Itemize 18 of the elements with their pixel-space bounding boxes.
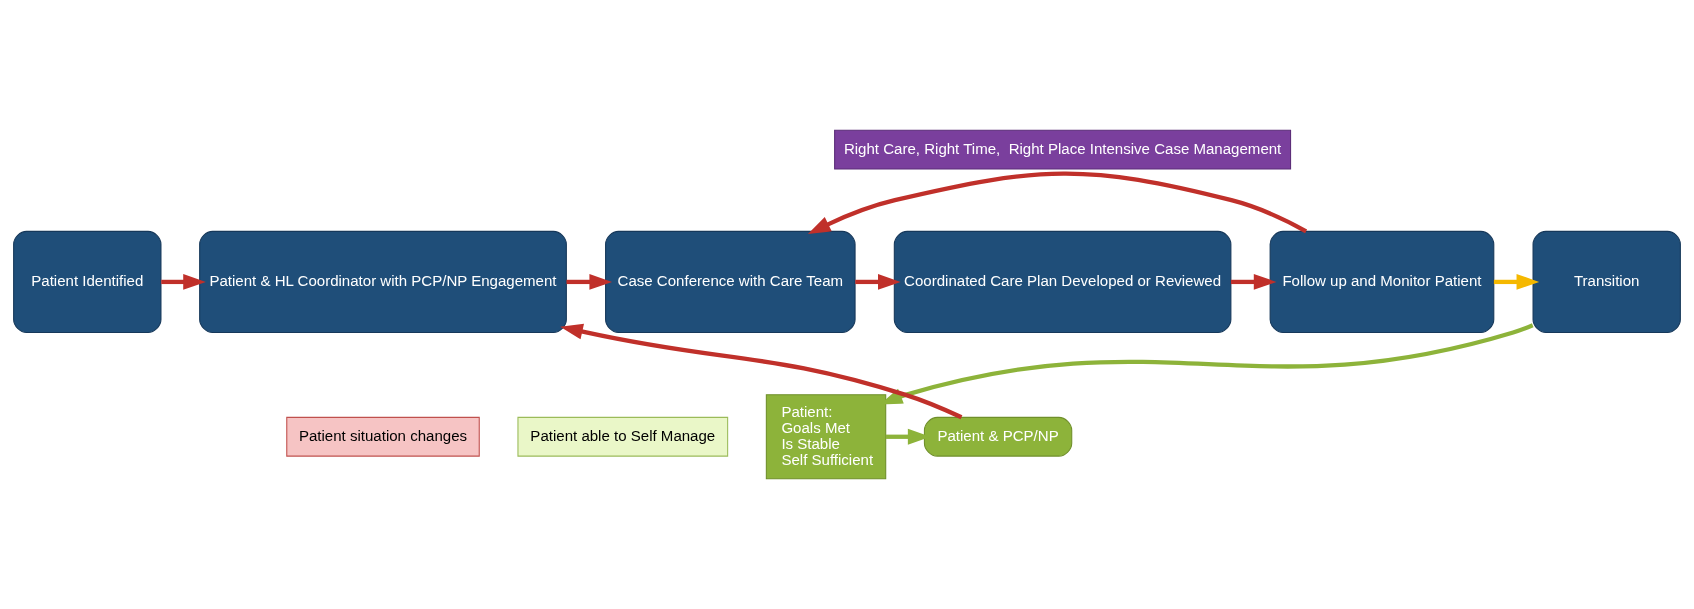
node-box: Patient able to Self Manage: [517, 416, 729, 457]
node-box: Patient: Goals Met Is Stable Self Sufficient: [765, 394, 887, 480]
arrow: [807, 171, 1308, 235]
node-box: Transition: [1532, 230, 1681, 333]
arrow: [855, 274, 901, 290]
node-box: Patient & HL Coordinator with PCP/NP Engagement: [199, 230, 567, 333]
node-box: Patient situation changes: [286, 416, 480, 457]
arrow: [1231, 274, 1277, 290]
node-box: Follow up and Monitor Patient: [1269, 230, 1495, 333]
node-box: Coordinated Care Plan Developed or Reviewed: [893, 230, 1232, 333]
node-box: Case Conference with Care Team: [605, 230, 856, 333]
arrow: [1493, 274, 1540, 290]
node-box: Right Care, Right Time, Right Place Intensive Case Management: [834, 129, 1292, 170]
node-box: Patient & PCP/NP: [923, 416, 1073, 457]
arrow: [161, 274, 206, 290]
arrow: [560, 323, 963, 420]
node-box: Patient Identified: [13, 230, 162, 333]
arrow: [566, 274, 613, 290]
